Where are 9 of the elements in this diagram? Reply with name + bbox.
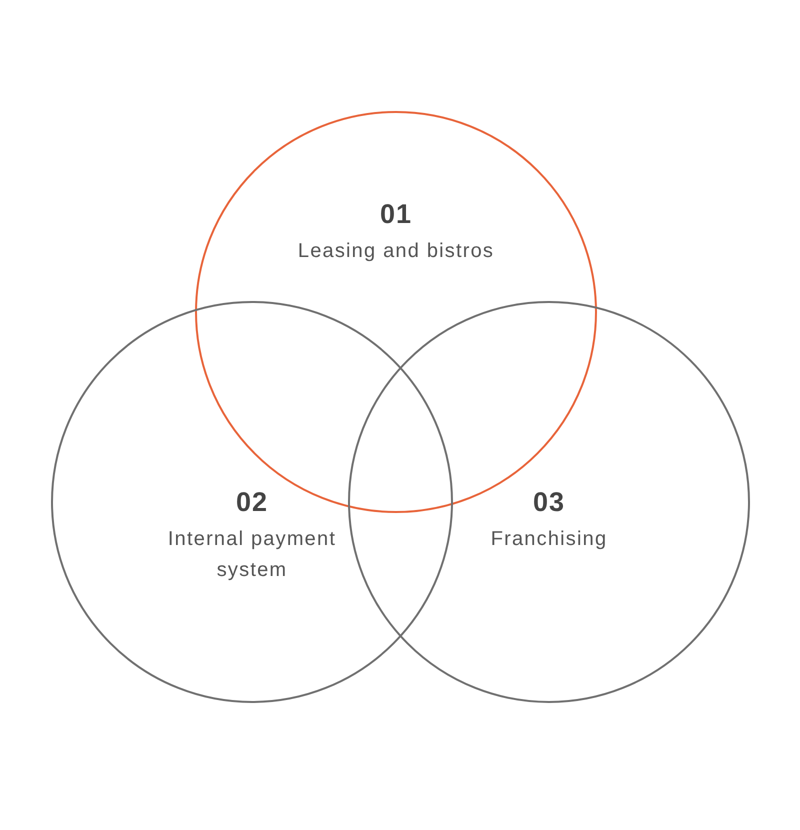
number-label: 01 — [380, 199, 412, 230]
number-label: 03 — [532, 487, 566, 518]
circle-label: Leasing and bistros — [298, 239, 494, 264]
circle-label: Franchising — [490, 527, 608, 552]
venn-circle — [348, 301, 750, 703]
venn-circle — [195, 111, 597, 513]
number-label: 02 — [236, 487, 268, 518]
venn-circle — [51, 301, 453, 703]
circle-label: Internal payment system — [166, 527, 338, 583]
